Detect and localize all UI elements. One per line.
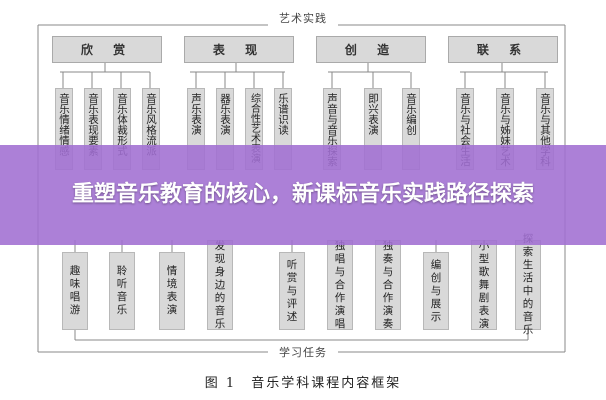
category-creation: 创 造 — [316, 36, 426, 63]
bottom-label: 学习任务 — [268, 344, 338, 360]
task-discover: 发现身边的音乐 — [207, 240, 233, 330]
task-appreciate-review: 听赏与评述 — [279, 252, 305, 330]
top-label: 艺术实践 — [268, 10, 338, 26]
overlay-banner: 重塑音乐教育的核心，新课标音乐实践路径探索 — [0, 145, 606, 245]
task-instrumental: 独奏与合作演奏 — [375, 240, 401, 330]
category-performance: 表 现 — [184, 36, 294, 63]
task-musical-drama: 小型歌舞剧表演 — [471, 240, 497, 330]
figure-caption: 图 1 音乐学科课程内容框架 — [204, 376, 402, 391]
category-appreciation: 欣 赏 — [52, 36, 162, 63]
category-connection: 联 系 — [448, 36, 558, 63]
task-life-music: 探索生活中的音乐 — [515, 233, 541, 336]
task-vocal: 独唱与合作演唱 — [327, 240, 353, 330]
overlay-title: 重塑音乐教育的核心，新课标音乐实践路径探索 — [71, 182, 534, 207]
task-listening: 聆听音乐 — [109, 252, 135, 330]
task-situational: 情境表演 — [159, 252, 185, 330]
task-fun-singing: 趣味唱游 — [62, 252, 88, 330]
task-create-show: 编创与展示 — [423, 252, 449, 330]
